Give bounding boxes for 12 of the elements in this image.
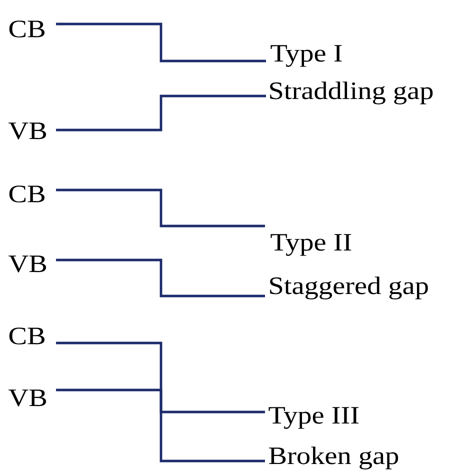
band-label: CB	[9, 20, 44, 38]
band-label: CB	[9, 186, 44, 202]
band-label: Straddling gap	[270, 82, 433, 104]
band-label: CB	[9, 328, 44, 344]
band-label: VB	[8, 256, 46, 272]
band-label: Staggered gap	[270, 276, 428, 300]
band-label: Type II	[270, 234, 352, 256]
band-label: Broken gap	[269, 446, 398, 470]
band-label: VB	[8, 390, 46, 406]
band-label: Type I	[270, 45, 342, 67]
band-label: VB	[8, 122, 46, 140]
band-label: Type III	[268, 407, 359, 429]
